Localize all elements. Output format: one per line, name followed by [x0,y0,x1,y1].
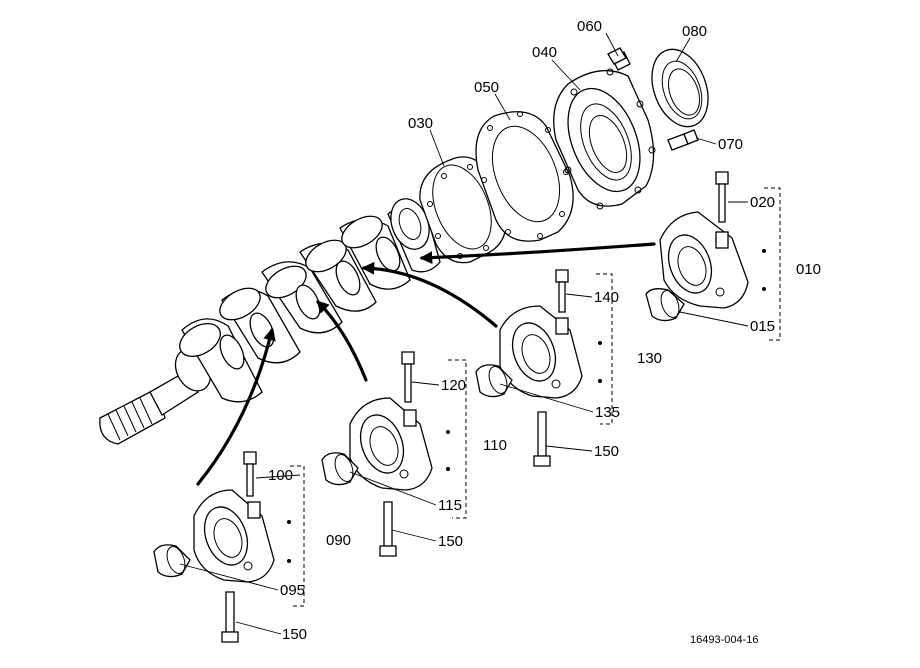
label-150-upper: 150 [438,533,463,550]
drawing-code: 16493-004-16 [690,634,759,646]
bearing-case-010 [659,211,749,309]
bolt-020 [715,171,729,223]
group-brackets [290,187,781,607]
label-010: 010 [796,261,821,278]
label-050: 050 [474,79,499,96]
label-020: 020 [750,194,775,211]
label-130: 130 [637,350,662,367]
label-015: 015 [750,318,775,335]
label-095: 095 [280,582,305,599]
label-070: 070 [718,136,743,153]
label-120: 120 [441,377,466,394]
bolt-150-lower [221,591,239,643]
bolt-150-upper [379,501,397,557]
bearing-135 [475,364,513,398]
oil-seal-080 [651,48,709,128]
label-135: 135 [595,404,620,421]
label-040: 040 [532,44,557,61]
gasket-050 [475,111,574,242]
label-150-middle: 150 [594,443,619,460]
bolt-120 [401,351,415,403]
label-150-lower: 150 [282,626,307,643]
seal-housing-040 [553,68,656,210]
part-labels: 060 040 080 050 030 070 020 010 015 140 … [268,18,821,646]
label-060: 060 [577,18,602,35]
crankshaft [99,198,441,445]
bolt-100 [243,451,257,497]
bearing-095 [153,544,191,578]
bearing-015 [645,288,685,322]
assembly-arrows [196,242,656,486]
bolt-140 [555,269,569,313]
bearing-115 [321,452,359,486]
bearing-case-130 [499,305,583,399]
label-100: 100 [268,467,293,484]
leader-lines [179,32,749,635]
label-110: 110 [483,437,507,454]
label-030: 030 [408,115,433,132]
label-115: 115 [438,497,462,514]
label-090: 090 [326,532,351,549]
bolt-070 [667,129,699,151]
reference-dots [287,249,766,563]
label-140: 140 [594,289,619,306]
bearing-case-090 [193,489,275,583]
bolt-060 [607,47,631,71]
label-080: 080 [682,23,707,40]
bearing-case-110 [349,397,433,491]
bolt-150-middle [533,411,551,467]
